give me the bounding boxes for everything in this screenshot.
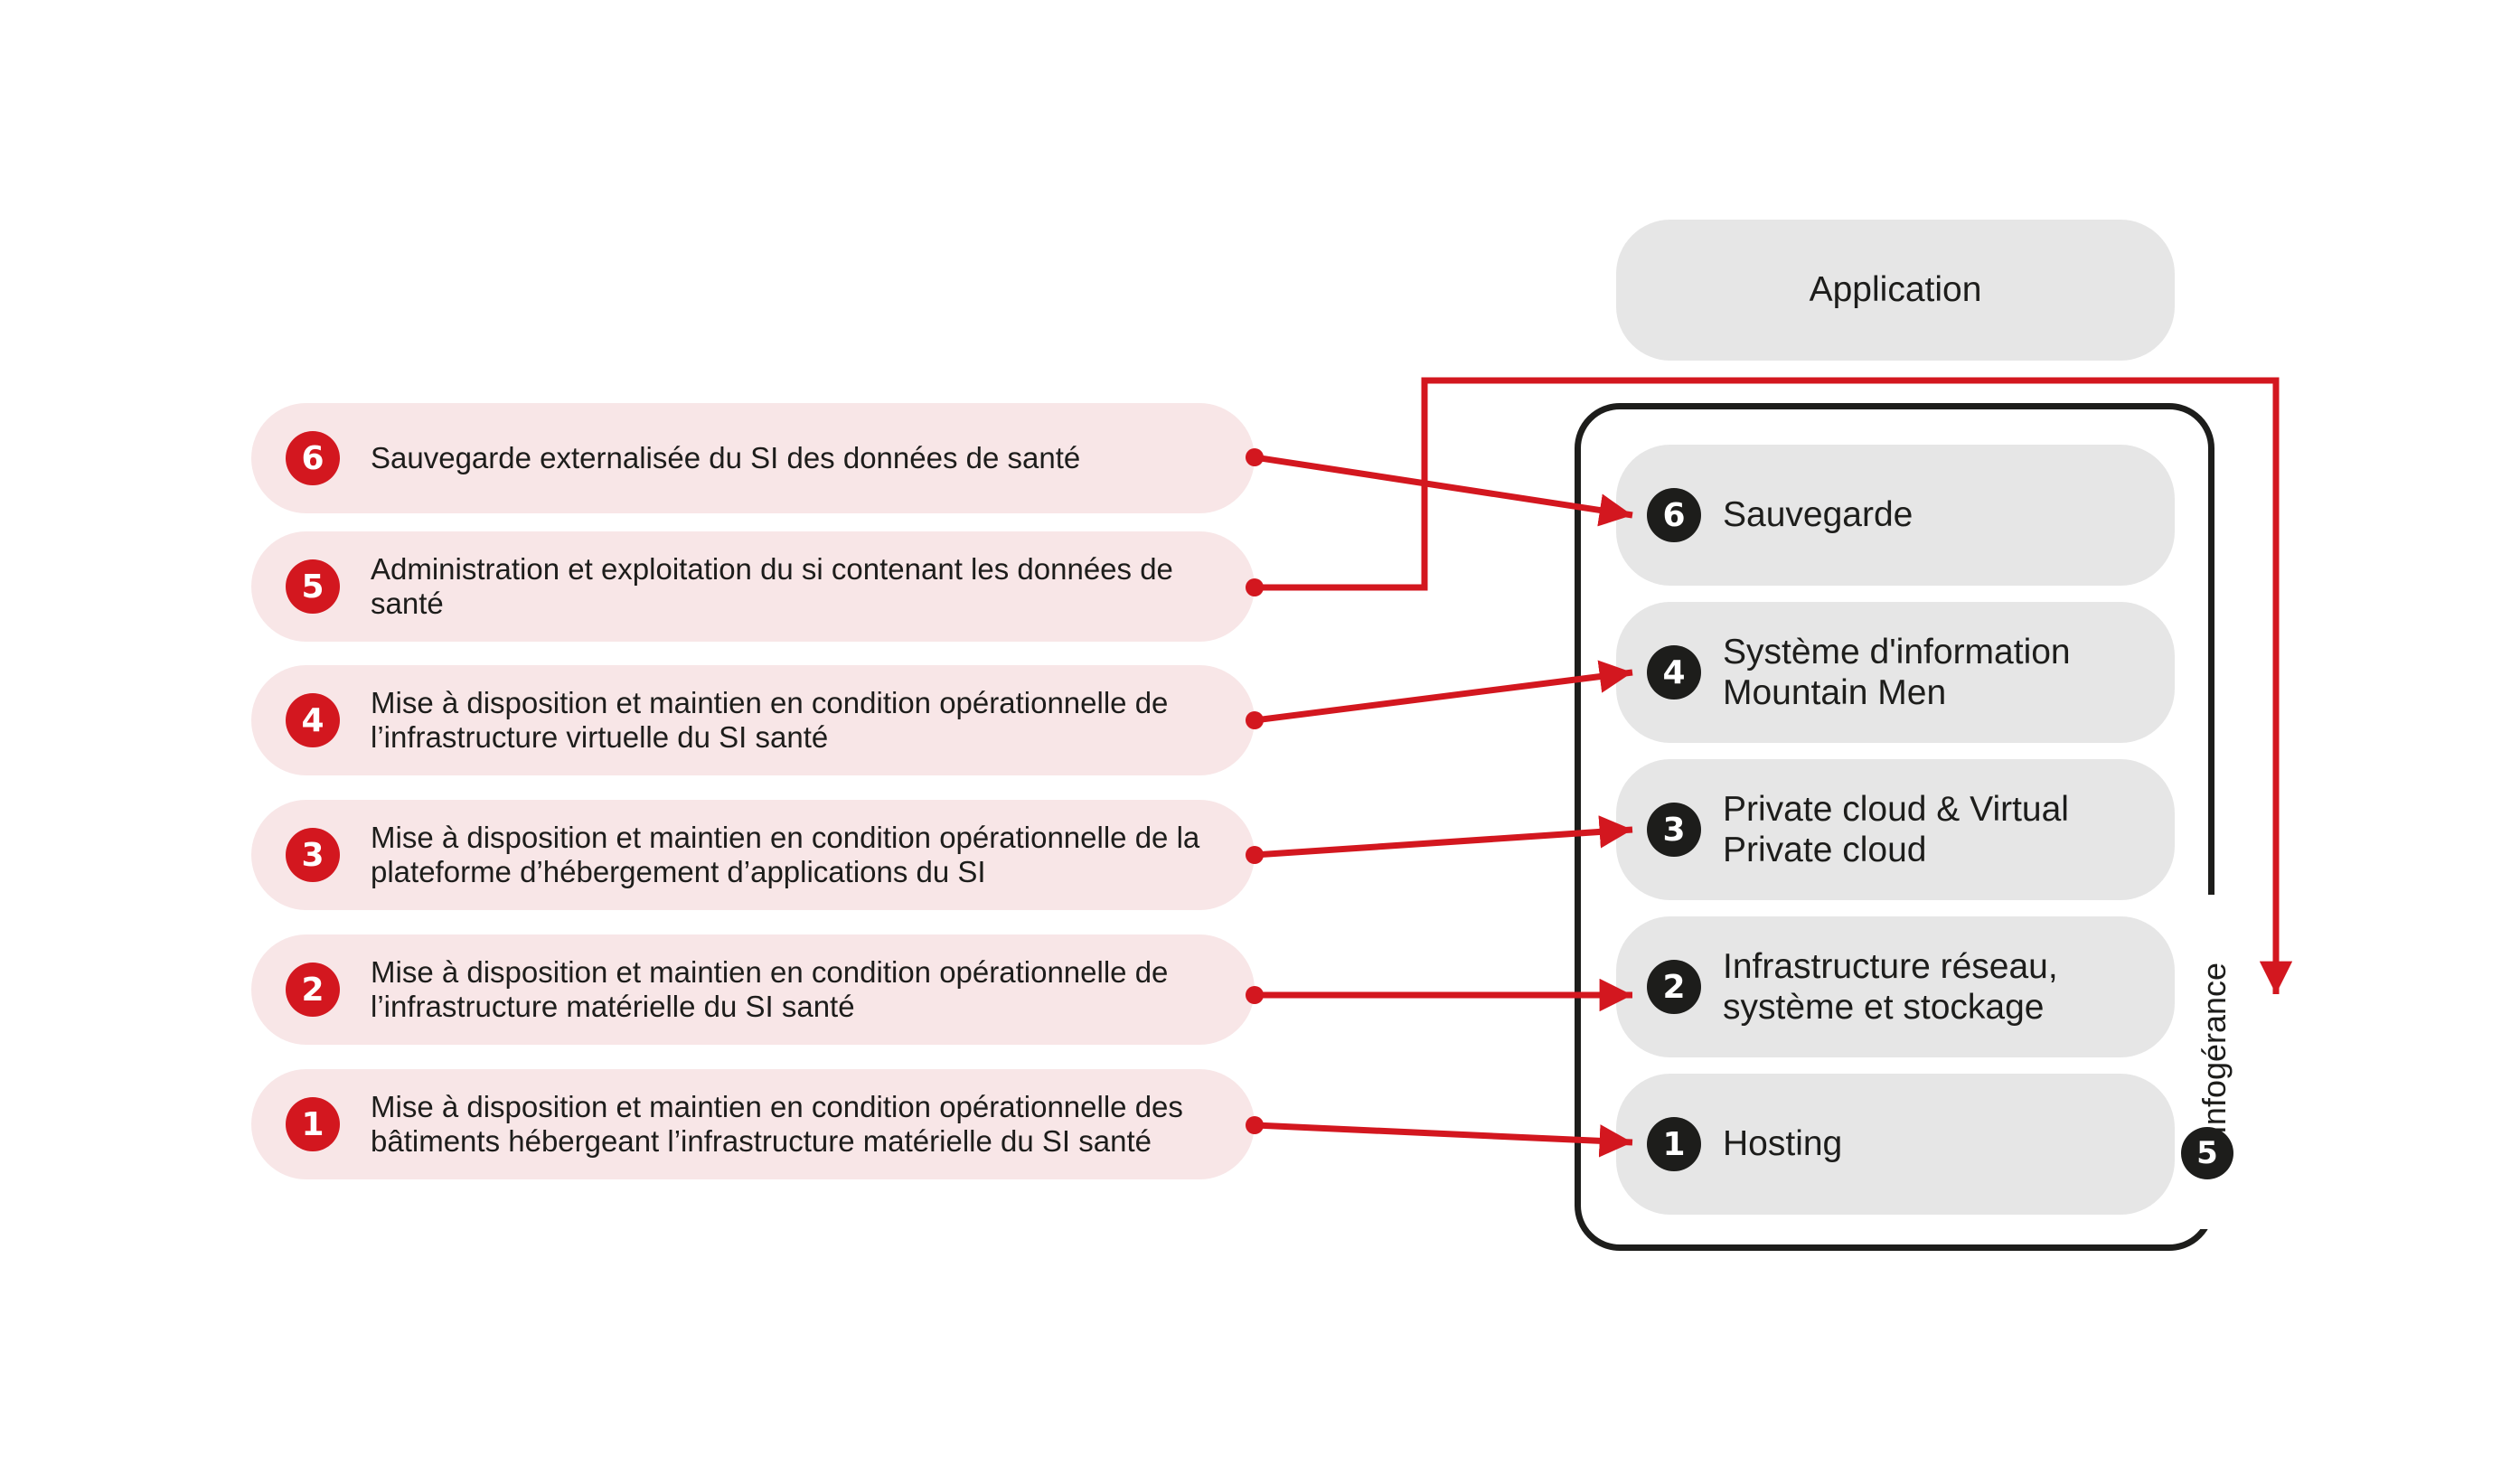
left-item-text: Administration et exploitation du si con…	[371, 552, 1173, 620]
arrow-1-to-hosting	[1254, 1122, 1633, 1158]
arrow-origin-dot	[1246, 1116, 1264, 1134]
stack-item-private-cloud: 3 Private cloud & Virtual Private cloud	[1616, 759, 2175, 900]
left-item-text: Mise à disposition et maintien en condit…	[371, 955, 1169, 1023]
number-badge: 3	[1647, 803, 1701, 857]
application-label: Application	[1809, 270, 1982, 309]
stack-item-hosting: 1 Hosting	[1616, 1074, 2175, 1215]
infogerance-frame	[1575, 403, 2214, 1251]
number-badge: 1	[286, 1097, 340, 1151]
left-item-6: 6 Sauvegarde externalisée du SI des donn…	[251, 403, 1255, 513]
number-badge: 4	[1647, 645, 1701, 700]
stack-item-label: Sauvegarde	[1723, 495, 1914, 534]
stack-item-infrastructure: 2 Infrastructure réseau, système et stoc…	[1616, 916, 2175, 1057]
arrow-origin-dot	[1246, 448, 1264, 466]
left-item-text: Mise à disposition et maintien en condit…	[371, 1090, 1183, 1158]
left-item-5: 5 Administration et exploitation du si c…	[251, 531, 1255, 642]
stack-item-sauvegarde: 6 Sauvegarde	[1616, 445, 2175, 586]
arrow-origin-dot	[1246, 578, 1264, 596]
arrow-4-to-systeme	[1254, 660, 1633, 724]
number-badge: 1	[1647, 1117, 1701, 1171]
arrow-origin-dot	[1246, 986, 1264, 1004]
application-pill: Application	[1616, 220, 2175, 361]
infogerance-badge: 5	[2181, 1127, 2233, 1179]
number-badge: 2	[1647, 960, 1701, 1014]
stack-item-systeme-information: 4 Système d'information Mountain Men	[1616, 602, 2175, 743]
number-badge: 4	[286, 693, 340, 747]
left-item-3: 3 Mise à disposition et maintien en cond…	[251, 800, 1255, 910]
stack-item-label: Système d'information Mountain Men	[1723, 633, 2071, 712]
number-badge: 2	[286, 963, 340, 1017]
number-badge: 5	[286, 559, 340, 614]
left-item-4: 4 Mise à disposition et maintien en cond…	[251, 665, 1255, 775]
left-item-text: Mise à disposition et maintien en condit…	[371, 686, 1169, 754]
left-item-text: Mise à disposition et maintien en condit…	[371, 821, 1200, 888]
stack-item-label: Private cloud & Virtual Private cloud	[1723, 790, 2069, 869]
number-badge: 3	[286, 828, 340, 882]
stack-item-label: Infrastructure réseau, système et stocka…	[1723, 947, 2058, 1027]
left-item-1: 1 Mise à disposition et maintien en cond…	[251, 1069, 1255, 1179]
arrow-5-to-infogerance	[1255, 377, 2293, 994]
number-badge: 6	[1647, 488, 1701, 542]
number-badge: 6	[286, 431, 340, 485]
arrow-3-to-private-cloud	[1254, 815, 1633, 859]
left-item-2: 2 Mise à disposition et maintien en cond…	[251, 934, 1255, 1045]
arrow-6-to-sauvegarde	[1254, 454, 1633, 527]
arrow-origin-dot	[1246, 711, 1264, 729]
stack-item-label: Hosting	[1723, 1124, 1843, 1163]
left-item-text: Sauvegarde externalisée du SI des donnée…	[371, 441, 1081, 474]
arrow-origin-dot	[1246, 846, 1264, 864]
